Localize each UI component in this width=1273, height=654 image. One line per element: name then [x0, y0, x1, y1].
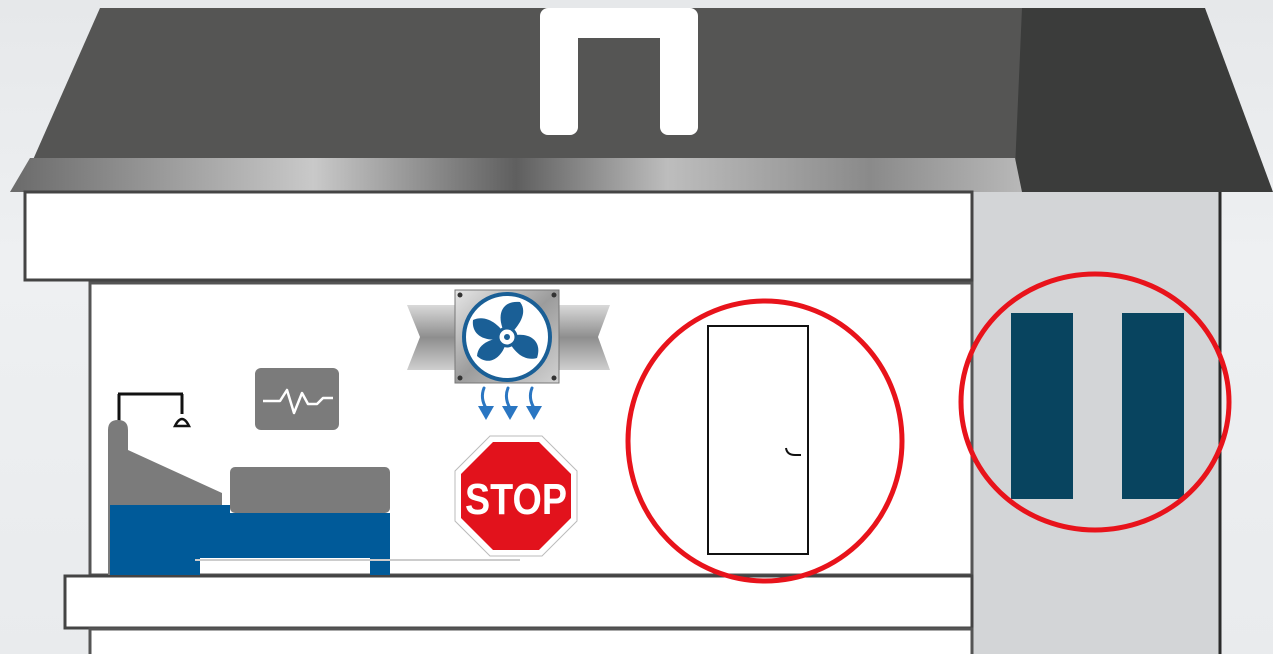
tower-window-right	[1122, 313, 1184, 499]
floor-ledge	[65, 576, 972, 628]
upper-band	[25, 192, 972, 280]
side-tower	[972, 186, 1220, 654]
door-icon	[708, 326, 808, 554]
roof-eave	[10, 158, 1022, 192]
heart-monitor-icon	[255, 368, 339, 430]
tower-window-left	[1011, 313, 1073, 499]
main-building	[25, 192, 972, 654]
lower-floor	[90, 629, 972, 654]
stop-sign-text: STOP	[465, 475, 567, 524]
stop-sign-icon: STOP	[455, 436, 577, 556]
